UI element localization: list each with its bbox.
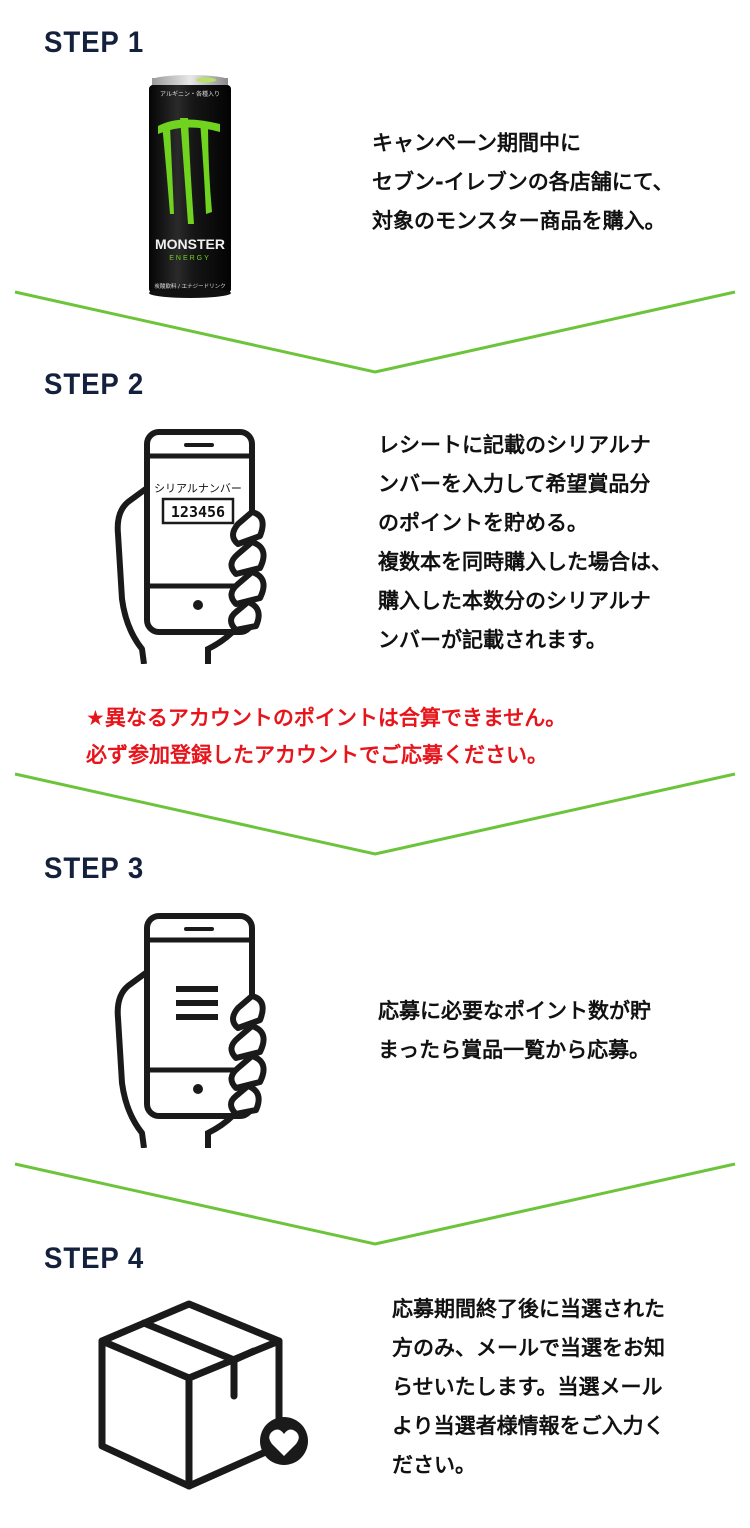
- step-1-line: キャンペーン期間中に: [372, 131, 581, 155]
- step-4-title: STEP 4: [44, 1242, 145, 1275]
- step-3-title: STEP 3: [44, 852, 145, 885]
- serial-label: シリアルナンバー: [154, 482, 242, 495]
- can-bottom-text: 炭酸飲料 / エナジードリンク: [154, 282, 225, 290]
- step-1-title: STEP 1: [44, 26, 145, 59]
- step-4-line: ださい。: [392, 1453, 476, 1477]
- divider-chevron-1: [14, 290, 736, 374]
- hand-holding-phone-icon: シリアルナンバー 123456: [114, 429, 267, 664]
- step-2-description: レシートに記載のシリアルナ ンバーを入力して希望賞品分 のポイントを貯める。 複…: [378, 426, 672, 660]
- step-2-line: ンバーを入力して希望賞品分: [378, 472, 651, 496]
- serial-number: 123456: [171, 503, 225, 521]
- step-2-line: ンバーが記載されます。: [378, 628, 607, 652]
- can-top-text: アルギニン・各種入り: [160, 90, 220, 98]
- step-4-line: 方のみ、メールで当選をお知: [392, 1336, 665, 1360]
- divider-chevron-2: [14, 772, 736, 856]
- step-1-line: 対象のモンスター商品を購入。: [372, 209, 666, 233]
- warning-line: ★異なるアカウントのポイントは合算できません。: [86, 706, 567, 730]
- step-3-description: 応募に必要なポイント数が貯 まったら賞品一覧から応募。: [378, 992, 651, 1070]
- step-4-line: らせいたします。当選メール: [392, 1375, 663, 1399]
- step-2-line: のポイントを貯める。: [378, 511, 588, 535]
- hand-holding-phone-menu-icon: [114, 913, 267, 1148]
- step-1-description: キャンペーン期間中に セブン-イレブンの各店舗にて、 対象のモンスター商品を購入…: [372, 124, 674, 241]
- can-brand-text: MONSTER: [155, 236, 225, 252]
- step-4-description: 応募期間終了後に当選された 方のみ、メールで当選をお知 らせいたします。当選メー…: [392, 1290, 665, 1485]
- divider-chevron-3: [14, 1162, 736, 1246]
- step-1-line: セブン-イレブンの各店舗にて、: [372, 170, 674, 194]
- step-3-line: 応募に必要なポイント数が貯: [378, 999, 651, 1023]
- step-2-line: 購入した本数分のシリアルナ: [378, 589, 651, 613]
- step-2-line: 複数本を同時購入した場合は、: [378, 550, 672, 574]
- step-4-line: 応募期間終了後に当選された: [392, 1297, 665, 1321]
- heart-icon: [269, 1429, 299, 1456]
- warning-line: 必ず参加登録したアカウントでご応募ください。: [86, 743, 548, 767]
- box-with-heart-icon: [98, 1300, 308, 1490]
- can-sub-text: ENERGY: [169, 255, 211, 262]
- step-3-line: まったら賞品一覧から応募。: [378, 1038, 651, 1062]
- step-2-line: レシートに記載のシリアルナ: [378, 433, 651, 457]
- menu-icon: [176, 986, 218, 1020]
- step-4-line: より当選者様情報をご入力く: [392, 1414, 665, 1438]
- step-2-title: STEP 2: [44, 368, 145, 401]
- energy-drink-can-icon: アルギニン・各種入り MONSTER ENERGY 炭酸飲料 / エナジードリン…: [149, 75, 231, 298]
- account-warning: ★異なるアカウントのポイントは合算できません。 必ず参加登録したアカウントでご応…: [86, 700, 566, 774]
